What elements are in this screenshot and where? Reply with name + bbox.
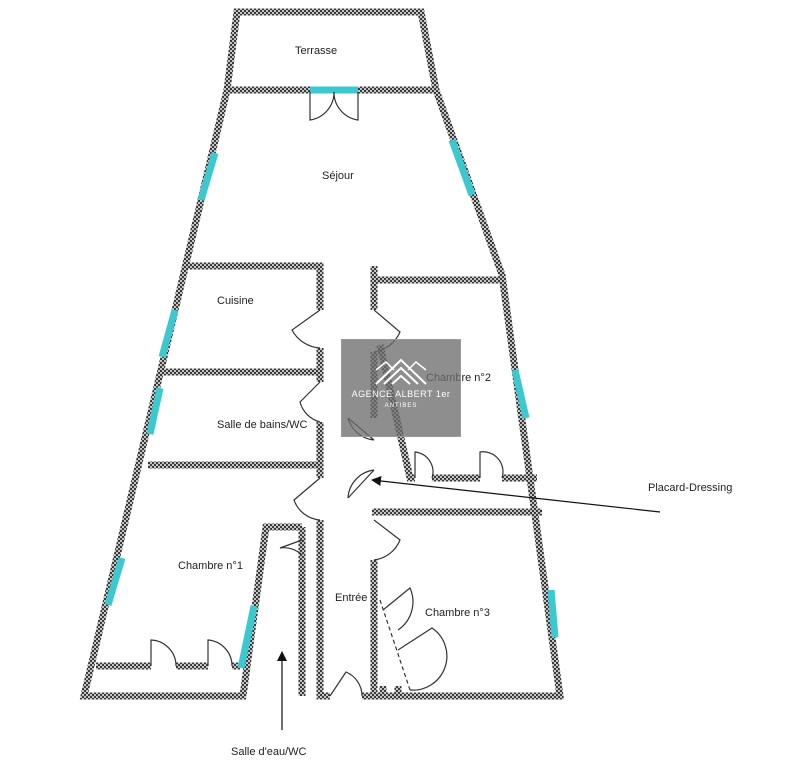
placard-dressing-arrow — [371, 476, 661, 513]
door-salle-eau — [279, 539, 303, 556]
label-chambre-3: Chambre n°3 — [425, 607, 490, 619]
closet1-door-b — [207, 639, 233, 667]
agency-city: ANTIBES — [384, 403, 418, 409]
door-chambre3 — [373, 519, 401, 561]
label-sejour: Séjour — [322, 170, 354, 182]
door-bath — [299, 381, 321, 423]
label-entree: Entrée — [335, 592, 368, 604]
door-terrasse-left — [309, 91, 335, 121]
window-sejour-left — [197, 152, 219, 201]
salle-eau-left-wall — [239, 523, 302, 697]
window-bath — [146, 387, 164, 435]
window-chambre3 — [547, 589, 559, 638]
window-salle-eau — [237, 605, 258, 669]
window-sejour-right — [448, 138, 476, 197]
label-placard-dressing: Placard-Dressing — [648, 482, 733, 494]
label-cuisine: Cuisine — [217, 295, 254, 307]
closet3-door-a — [382, 587, 414, 631]
windows — [104, 86, 559, 669]
kitchen-top-wall — [188, 262, 324, 310]
chambre3-corridor-wall — [362, 560, 378, 700]
corridor-left-wall-3 — [316, 520, 330, 700]
annotation-arrows — [277, 476, 661, 730]
door-entree — [329, 671, 363, 697]
window-chambre1 — [104, 557, 126, 606]
door-chambre1 — [293, 477, 321, 521]
window-cuisine — [158, 309, 179, 358]
label-salle-d-eau: Salle d'eau/WC — [231, 746, 307, 758]
closet2-door-b — [479, 451, 504, 479]
window-chambre2 — [511, 369, 530, 419]
mountain-logo-icon — [375, 358, 427, 385]
label-terrasse: Terrasse — [295, 45, 338, 57]
agency-watermark: AGENCE ALBERT 1er ANTIBES — [341, 339, 461, 437]
chambre3-closet — [379, 686, 402, 696]
door-cuisine — [291, 309, 321, 349]
outer-wall-left — [79, 89, 246, 700]
agency-name: AGENCE ALBERT 1er — [351, 389, 451, 399]
closet2-door-a — [414, 451, 434, 479]
door-terrasse-right — [333, 91, 359, 121]
closet3-dashed — [379, 599, 411, 691]
closet1-door-a — [150, 639, 177, 667]
label-chambre-1: Chambre n°1 — [178, 560, 243, 572]
closet3-door-b — [397, 627, 448, 691]
label-salle-de-bains: Salle de bains/WC — [217, 419, 308, 431]
door-placard-2 — [347, 469, 375, 499]
